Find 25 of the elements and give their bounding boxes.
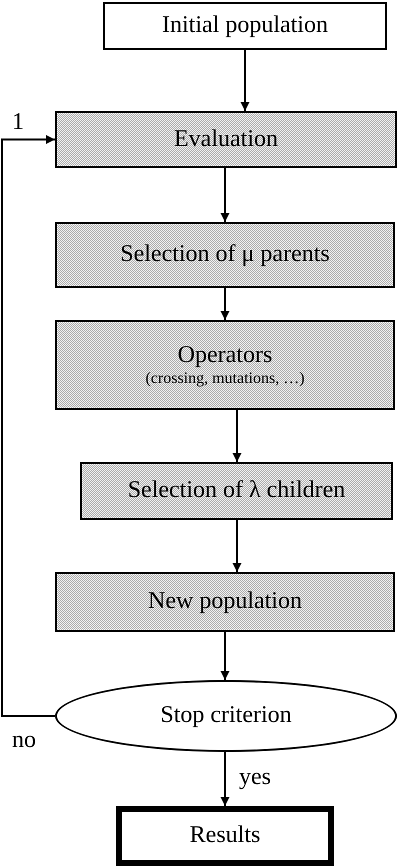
- process-box: [55, 572, 395, 632]
- node-text: Evaluation: [174, 126, 278, 154]
- node-subtext: (crossing, mutations, …): [145, 370, 305, 388]
- process-box: [55, 320, 395, 410]
- arrow: [232, 410, 242, 462]
- arrow: [1, 135, 55, 717]
- node-text: Selection of μ parents: [120, 241, 330, 269]
- result-box: [116, 806, 334, 866]
- arrow: [232, 520, 242, 572]
- arrow: [220, 632, 230, 680]
- arrow: [220, 752, 230, 806]
- arrow: [240, 50, 250, 111]
- loop-number: 1: [12, 110, 24, 134]
- arrow: [220, 288, 230, 320]
- node-text: Stop criterion: [160, 702, 292, 730]
- start-box: [103, 2, 387, 50]
- node-text: Initial population: [162, 12, 328, 40]
- process-box: [55, 222, 395, 288]
- process-box: [55, 111, 397, 168]
- process-box: [80, 462, 393, 520]
- node-text: Operators: [178, 342, 272, 370]
- node-text: New population: [148, 588, 302, 616]
- node-text: Selection of λ children: [128, 477, 346, 505]
- node-text: Results: [190, 822, 260, 850]
- arrow: [220, 168, 230, 222]
